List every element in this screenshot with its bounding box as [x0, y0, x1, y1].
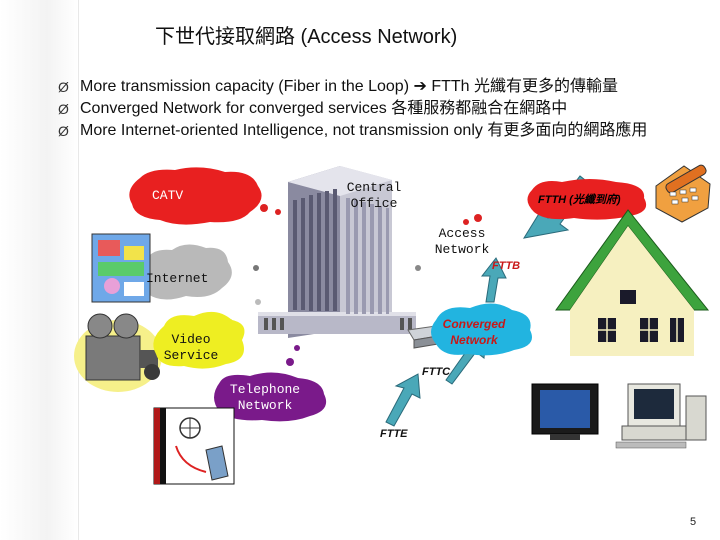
- video-service-label: Video Service: [163, 332, 219, 363]
- ftth-cloud-icon: [527, 179, 647, 220]
- telephone-network-cloud-icon: [214, 372, 327, 422]
- slide-title: 下世代接取網路 (Access Network): [155, 26, 458, 48]
- dot: [286, 358, 294, 366]
- computer-icon: [615, 383, 707, 449]
- access-network-label: Access Network: [434, 226, 490, 257]
- central-office-label: Central Office: [346, 180, 402, 211]
- converged-network-cloud-icon: [431, 303, 532, 356]
- fttb-label: FTTB: [492, 260, 521, 272]
- dot: [415, 265, 421, 271]
- catv-label: CATV: [152, 188, 184, 203]
- internet-cloud-icon: [134, 244, 232, 300]
- sidebar-divider: [78, 0, 79, 540]
- central-office-building-icon: [258, 166, 416, 338]
- bullet-item: Ø Converged Network for converged servic…: [58, 98, 708, 120]
- bullet-text: Converged Network for converged services…: [80, 100, 568, 117]
- ftth-label: FTTH (光纖到府): [538, 194, 621, 206]
- dot: [255, 299, 261, 305]
- arrow-ftte-icon: [385, 373, 421, 427]
- mobile-phone-picture-icon: [153, 407, 235, 485]
- converged-network-label: Converged Network: [442, 317, 506, 347]
- sidebar-decoration: [0, 0, 78, 540]
- dot: [463, 219, 469, 225]
- bullet-list: Ø More transmission capacity (Fiber in t…: [58, 76, 708, 142]
- dot: [275, 209, 281, 215]
- page-number: 5: [690, 516, 697, 528]
- bullet-text: More transmission capacity (Fiber in the…: [80, 78, 618, 95]
- video-service-cloud-icon: [153, 311, 245, 369]
- dot: [260, 204, 268, 212]
- house-icon: [555, 209, 710, 356]
- telephone-network-label: Telephone Network: [229, 382, 301, 413]
- bullet-arrow-icon: Ø: [58, 101, 69, 117]
- dot: [474, 214, 482, 222]
- internet-label: Internet: [146, 271, 209, 286]
- bullet-arrow-icon: Ø: [58, 79, 69, 95]
- bullet-text: More Internet-oriented Intelligence, not…: [80, 122, 648, 139]
- bullet-item: Ø More Internet-oriented Intelligence, n…: [58, 120, 708, 142]
- arrow-fttb-icon: [480, 257, 507, 303]
- fttc-label: FTTC: [422, 366, 451, 378]
- bullet-item: Ø More transmission capacity (Fiber in t…: [58, 76, 708, 98]
- dot: [294, 345, 300, 351]
- television-icon: [531, 383, 599, 440]
- internet-picture-icon: [91, 233, 151, 303]
- catv-cloud-icon: [129, 167, 262, 225]
- video-camera-icon: [74, 313, 162, 392]
- bullet-arrow-icon: Ø: [58, 123, 69, 139]
- ftte-label: FTTE: [380, 428, 408, 440]
- telephone-icon: [655, 164, 711, 223]
- dot: [253, 265, 259, 271]
